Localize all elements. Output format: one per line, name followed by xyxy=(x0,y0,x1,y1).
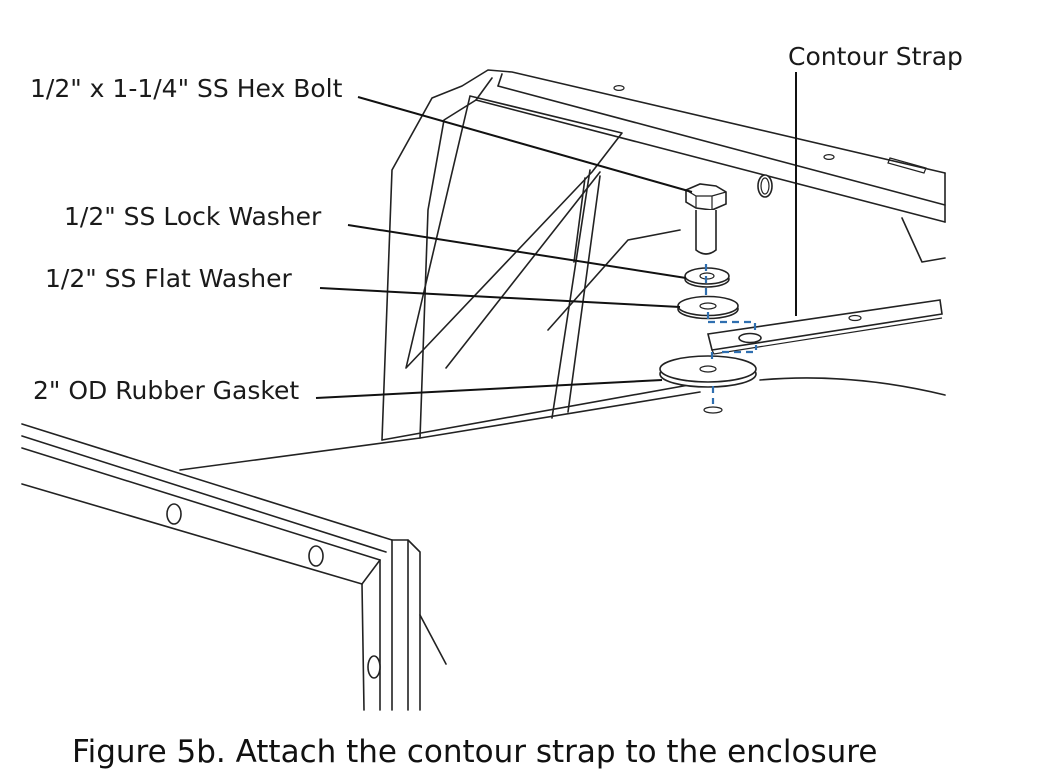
base-mounting-hole xyxy=(703,406,723,414)
figure-caption: Figure 5b. Attach the contour strap to t… xyxy=(72,734,877,770)
label-rubber-gasket: 2" OD Rubber Gasket xyxy=(33,376,299,405)
leader-lock-washer xyxy=(347,224,687,279)
contour-strap xyxy=(707,299,943,355)
hex-bolt xyxy=(685,183,727,255)
enclosure-frame xyxy=(21,391,701,711)
rubber-gasket xyxy=(659,355,757,388)
upper-bracket-housing xyxy=(381,69,946,441)
label-flat-washer: 1/2" SS Flat Washer xyxy=(45,264,292,293)
label-lock-washer: 1/2" SS Lock Washer xyxy=(64,202,322,231)
label-hex-bolt: 1/2" x 1-1/4" SS Hex Bolt xyxy=(30,74,343,103)
alignment-dash-line xyxy=(704,264,758,404)
leader-lines xyxy=(315,72,797,399)
leader-rubber-gasket xyxy=(315,379,663,399)
leader-hex-bolt xyxy=(357,96,693,193)
leader-flat-washer xyxy=(319,287,681,308)
flat-washer xyxy=(677,295,739,320)
label-contour-strap: Contour Strap xyxy=(788,42,963,71)
